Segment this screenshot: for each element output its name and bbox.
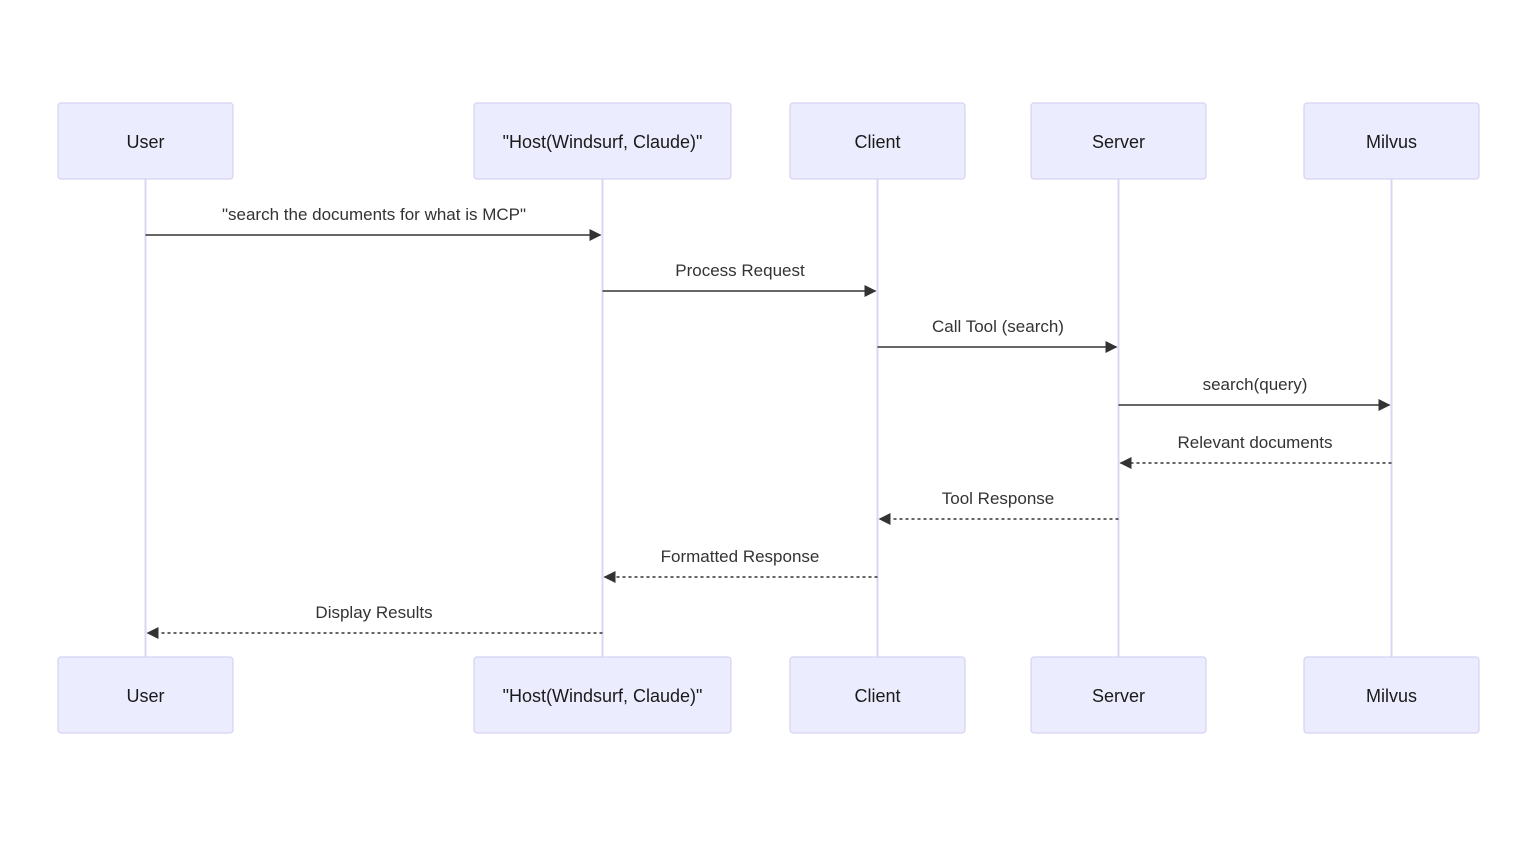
message-5: Relevant documents [1119,433,1392,469]
participant-box [1030,656,1207,734]
participant-user-bottom: User [57,656,234,734]
participant-box [1303,656,1480,734]
participant-box [1303,102,1480,180]
participant-host-top: "Host(Windsurf, Claude)" [473,102,732,180]
participant-client-bottom: Client [789,656,966,734]
participant-box [789,656,966,734]
message-label: Formatted Response [661,547,820,566]
messages: "search the documents for what is MCP" Pr… [145,205,1392,639]
participant-server-bottom: Server [1030,656,1207,734]
participant-host-bottom: "Host(Windsurf, Claude)" [473,656,732,734]
message-label: Process Request [675,261,805,280]
participant-label: Server [1092,132,1145,152]
participants-top: User "Host(Windsurf, Claude)" Client Server… [57,102,1480,180]
participant-label: "Host(Windsurf, Claude)" [503,132,703,152]
participant-label: Client [854,686,900,706]
participant-label: User [126,132,164,152]
message-label: Call Tool (search) [932,317,1064,336]
participant-milvus-top: Milvus [1303,102,1480,180]
participant-box [789,102,966,180]
participant-label: Milvus [1366,686,1417,706]
participants-bottom: User "Host(Windsurf, Claude)" Client Server… [57,656,1480,734]
message-label: "search the documents for what is MCP" [222,205,526,224]
participant-label: Server [1092,686,1145,706]
participant-client-top: Client [789,102,966,180]
message-label: Tool Response [942,489,1054,508]
message-3: Call Tool (search) [877,317,1118,353]
participant-user-top: User [57,102,234,180]
participant-box [57,102,234,180]
message-6: Tool Response [878,489,1119,525]
message-label: Display Results [315,603,432,622]
message-label: search(query) [1203,375,1308,394]
participant-label: "Host(Windsurf, Claude)" [503,686,703,706]
participant-box [57,656,234,734]
participant-label: Client [854,132,900,152]
participant-label: User [126,686,164,706]
participant-box [473,102,732,180]
message-4: search(query) [1118,375,1391,411]
participant-server-top: Server [1030,102,1207,180]
message-7: Formatted Response [603,547,878,583]
participant-label: Milvus [1366,132,1417,152]
participant-box [1030,102,1207,180]
message-8: Display Results [146,603,603,639]
message-1: "search the documents for what is MCP" [145,205,602,241]
lifelines [144,179,1393,657]
participant-milvus-bottom: Milvus [1303,656,1480,734]
message-2: Process Request [602,261,877,297]
participant-box [473,656,732,734]
message-label: Relevant documents [1178,433,1333,452]
